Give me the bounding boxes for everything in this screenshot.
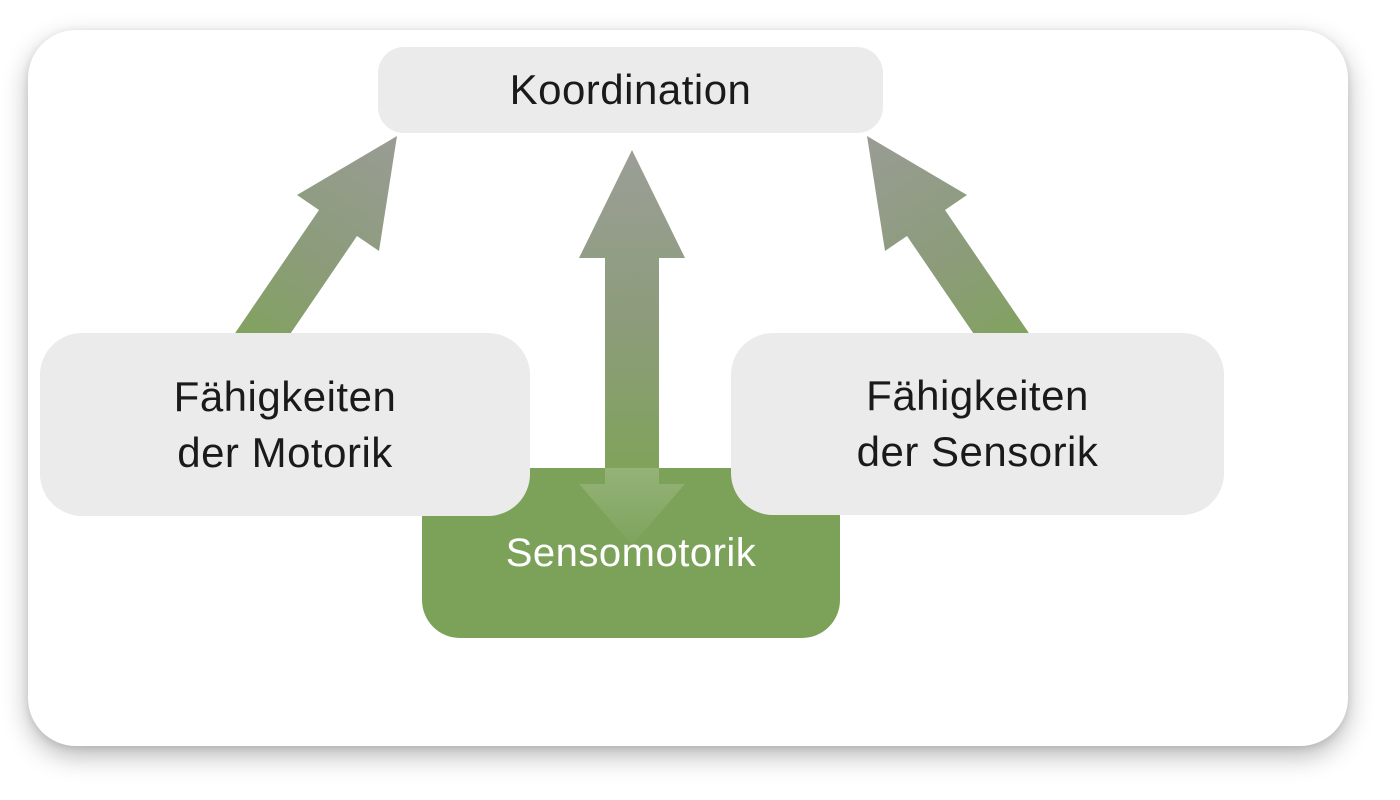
node-koordination-label: Koordination [509, 66, 752, 113]
node-motorik-label-line1: Fähigkeiten [173, 372, 397, 420]
arrow-ghost-down-head [579, 468, 685, 545]
arrow-motorik-to-koordination [229, 136, 397, 368]
node-faehigkeiten-sensorik: Fähigkeiten der Sensorik [731, 333, 1224, 515]
arrow-sensorik-to-koordination [867, 136, 1035, 368]
node-koordination: Koordination [378, 47, 883, 133]
arrow-sensomotorik-to-koordination [579, 150, 685, 470]
node-faehigkeiten-motorik: Fähigkeiten der Motorik [40, 333, 530, 516]
node-motorik-label-line2: der Motorik [177, 428, 393, 476]
node-sensorik-label-line1: Fähigkeiten [866, 372, 1089, 419]
node-sensorik-label-line2: der Sensorik [856, 428, 1099, 475]
